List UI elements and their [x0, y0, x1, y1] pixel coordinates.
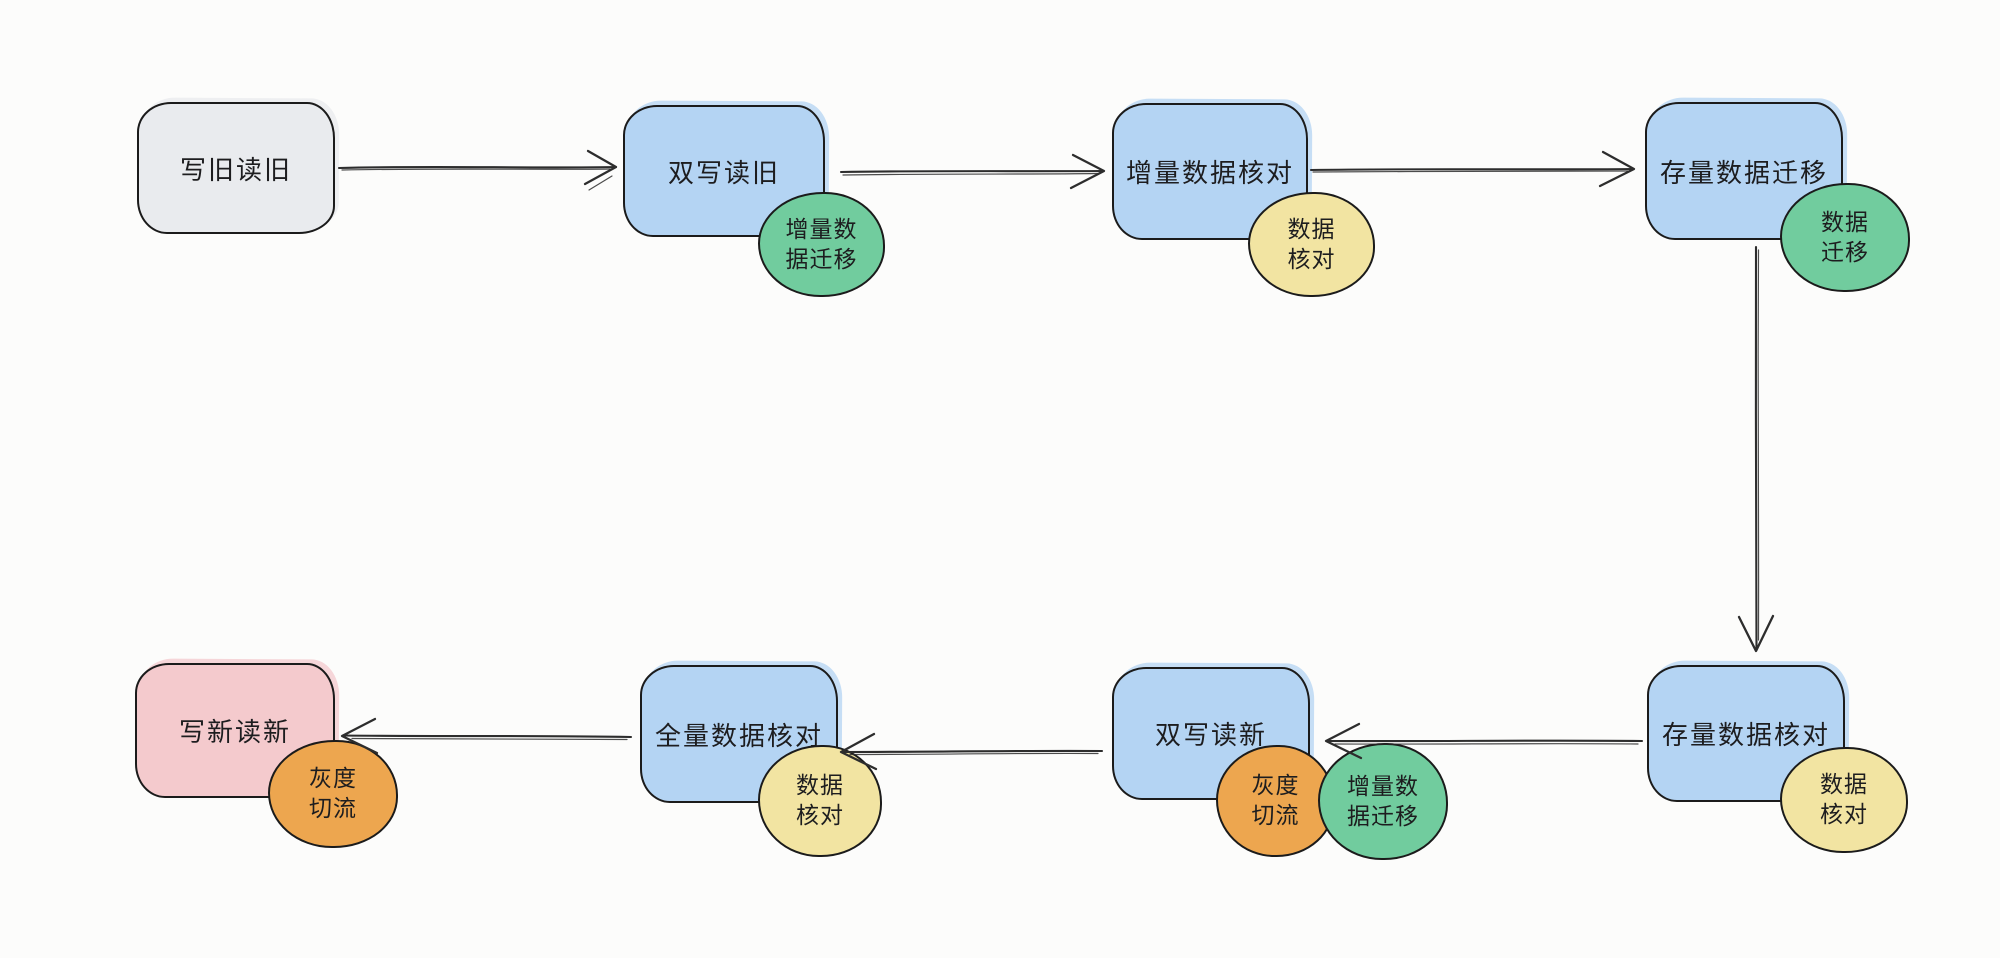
badge-data-check: 数据 核对 — [1780, 747, 1908, 853]
badge-label-line: 核对 — [1820, 801, 1868, 827]
badge-label-line: 切流 — [309, 795, 357, 821]
arrow-full-check-to-write-new — [340, 717, 633, 755]
badge-label-line: 核对 — [1287, 245, 1336, 272]
badge-data-migration: 数据 迁移 — [1780, 183, 1910, 292]
node-label: 全量数据核对 — [654, 720, 823, 751]
node-label: 双写读新 — [1154, 720, 1267, 750]
badge-label-line: 灰度 — [1251, 772, 1300, 799]
node-label: 增量数据核对 — [1125, 158, 1294, 188]
arrow-dual-write-old-to-incremental-check — [839, 153, 1106, 190]
arrow-write-old-to-dual-write-old — [337, 149, 618, 191]
node-label: 存量数据迁移 — [1659, 157, 1828, 188]
node-label: 写旧读旧 — [179, 154, 292, 185]
badge-label-line: 数据 — [1287, 215, 1336, 242]
badge-gray-release-cutover: 灰度 切流 — [1216, 745, 1335, 857]
badge-label-line: 增量数 — [1347, 772, 1419, 799]
node-dual-write-read-old: 双写读旧 — [623, 105, 825, 237]
badge-data-check: 数据 核对 — [758, 745, 882, 857]
badge-incremental-data-migration: 增量数 据迁移 — [758, 192, 885, 297]
arrow-incremental-check-to-stock-migration — [1309, 150, 1636, 188]
badge-label-line: 增量数 — [785, 215, 858, 242]
badge-label-line: 灰度 — [309, 765, 357, 792]
node-write-old-read-old: 写旧读旧 — [137, 102, 335, 234]
node-label: 存量数据核对 — [1661, 720, 1830, 750]
arrow-dual-write-new-to-full-check — [839, 732, 1104, 771]
badge-label-line: 据迁移 — [1347, 802, 1419, 829]
node-label: 写新读新 — [178, 717, 291, 747]
badge-label-line: 切流 — [1251, 802, 1300, 828]
badge-gray-release-cutover: 灰度 切流 — [268, 740, 398, 848]
badge-label-line: 核对 — [796, 802, 844, 828]
badge-incremental-data-migration: 增量数 据迁移 — [1318, 743, 1448, 860]
badge-label-line: 据迁移 — [785, 245, 858, 272]
badge-label-line: 迁移 — [1821, 238, 1869, 265]
badge-data-check: 数据 核对 — [1248, 192, 1375, 297]
badge-label-line: 数据 — [1820, 771, 1868, 798]
arrow-stock-migration-to-stock-check — [1737, 245, 1775, 653]
badge-label-line: 数据 — [796, 772, 844, 799]
node-label: 双写读旧 — [667, 157, 780, 188]
badge-label-line: 数据 — [1821, 208, 1869, 235]
